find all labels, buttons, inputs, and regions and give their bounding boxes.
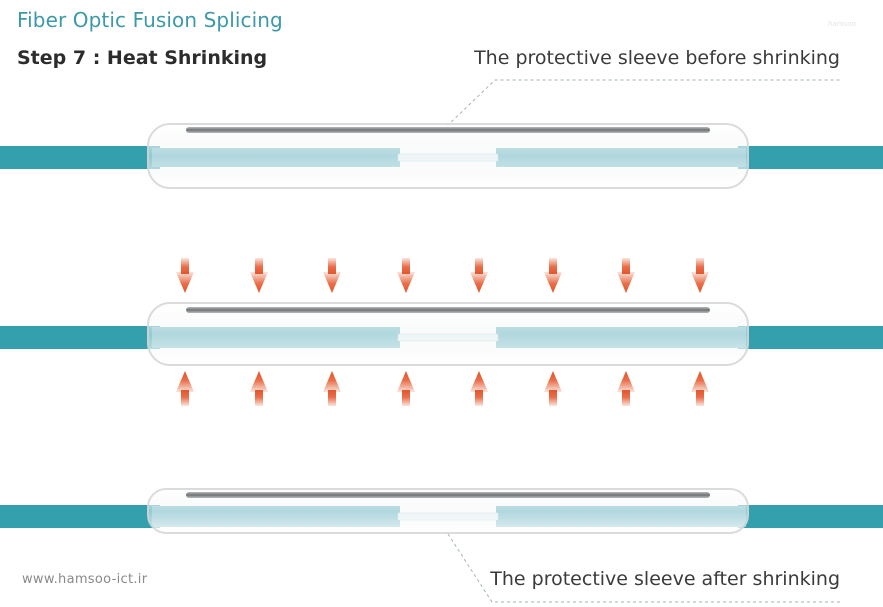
arrow-up-icon [691, 371, 709, 406]
arrow-up-icon [470, 371, 488, 406]
cable-left [0, 146, 160, 169]
steel-rod [186, 127, 710, 133]
label-before-shrinking: The protective sleeve before shrinking [474, 47, 840, 69]
arrow-down-icon [250, 258, 268, 293]
protective-sleeve [147, 302, 749, 366]
arrow-up-icon [176, 371, 194, 406]
arrow-up-icon [544, 371, 562, 406]
cable-left [0, 505, 160, 528]
arrow-down-icon [176, 258, 194, 293]
label-after-shrinking: The protective sleeve after shrinking [490, 568, 840, 590]
arrow-up-icon [397, 371, 415, 406]
cable-right [738, 505, 883, 528]
arrow-down-icon [544, 258, 562, 293]
steel-rod [186, 492, 710, 498]
website-url: www.hamsoo-ict.ir [22, 572, 148, 587]
arrow-up-icon [323, 371, 341, 406]
steel-rod [186, 307, 710, 313]
protective-sleeve [147, 488, 749, 534]
arrow-down-icon [470, 258, 488, 293]
arrow-down-icon [617, 258, 635, 293]
callout-line-after [447, 533, 840, 603]
arrow-down-icon [323, 258, 341, 293]
arrow-up-icon [617, 371, 635, 406]
heat-arrows-top [176, 258, 709, 293]
arrow-down-icon [397, 258, 415, 293]
cable-right [738, 326, 883, 349]
step-heading: Step 7 : Heat Shrinking [17, 47, 268, 69]
protective-sleeve [147, 123, 749, 189]
splice-assembly-shrinking [0, 302, 883, 366]
arrow-up-icon [250, 371, 268, 406]
watermark: hamsoo [828, 20, 856, 28]
heat-arrows-bottom [176, 371, 709, 406]
splice-assembly-before [0, 123, 883, 189]
arrow-down-icon [691, 258, 709, 293]
cable-left [0, 326, 160, 349]
splice-assembly-after [0, 488, 883, 534]
page-title: Fiber Optic Fusion Splicing [17, 8, 283, 32]
cable-right [738, 146, 883, 169]
callout-line-before [446, 79, 840, 127]
